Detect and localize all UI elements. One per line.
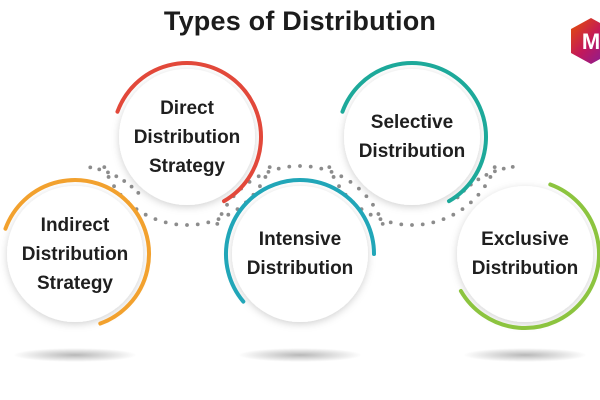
stage-label: Direct Distribution Strategy (133, 97, 241, 177)
connector-dot (102, 165, 107, 170)
stage-label: Selective Distribution (358, 112, 466, 162)
connector-dot (476, 192, 481, 197)
stage-accent-arc (115, 61, 263, 204)
connector-dot (195, 222, 200, 227)
stage-accent-arc (458, 182, 600, 330)
connector-dot (263, 175, 268, 179)
stage-circle (115, 61, 263, 205)
connector-dot (431, 220, 436, 225)
connector-dot (206, 220, 211, 225)
circle-shadow (463, 348, 587, 362)
connector-dot (106, 170, 110, 175)
brand-logo: M (571, 16, 600, 66)
connector-dot (493, 169, 497, 174)
connector-dot (219, 212, 224, 216)
logo-hexagon-icon: M (571, 18, 600, 64)
connector-dot (143, 212, 148, 217)
stage-accent-arc (224, 178, 376, 304)
connector-dot (215, 222, 220, 226)
connector-dot (399, 222, 404, 227)
stage-circle-fill (7, 186, 143, 322)
connector-dot (226, 212, 231, 217)
connector-dot (88, 165, 93, 170)
connector-dot (501, 166, 506, 171)
connector-dot (356, 186, 361, 191)
connector-dot (129, 184, 134, 189)
circles (3, 61, 600, 330)
stage-circle (340, 61, 488, 205)
connector-dot (476, 177, 481, 182)
stage-label: Indirect Distribution Strategy (21, 214, 129, 294)
connector-dot (163, 220, 168, 225)
stage-label: Exclusive Distribution (471, 229, 579, 279)
stage-circle-fill (344, 69, 480, 205)
connector-dot (174, 222, 179, 227)
connector-dot (153, 217, 158, 222)
stage-accent-arc (340, 61, 488, 204)
connector-dot (488, 175, 493, 179)
connector-dot (216, 217, 221, 222)
circle-shadow (13, 348, 137, 362)
connector-dot (339, 174, 344, 179)
connector-dot (388, 220, 393, 225)
connector-dot (97, 167, 102, 172)
connector-dot (114, 174, 119, 179)
connector-dot (451, 212, 456, 217)
connector-dot (441, 217, 446, 222)
connector-dot (298, 164, 302, 168)
page-title: Types of Distribution (163, 6, 437, 36)
connector-dot (185, 223, 189, 227)
circle-shadows (13, 348, 587, 362)
connector-dot (510, 164, 515, 169)
stage-label: Intensive Distribution (246, 229, 354, 279)
connector-dot (483, 184, 487, 189)
connector-dot (371, 202, 375, 207)
stage-circle-fill (457, 186, 593, 322)
connector-dot (122, 179, 127, 183)
circle-shadow (238, 348, 362, 362)
connector-dot (468, 200, 473, 205)
logo-letter: M (582, 29, 600, 54)
connector-dot (112, 184, 116, 189)
connector-dot (329, 169, 334, 174)
connector-dot (484, 173, 489, 177)
connector-dot (331, 175, 336, 179)
connector-dot (319, 166, 324, 171)
stage-circle (224, 178, 376, 322)
connector-dot (378, 217, 383, 222)
stage-circle-fill (119, 69, 255, 205)
connector-dot (492, 165, 497, 170)
connector-dot (276, 166, 281, 171)
connector-dot (136, 190, 141, 195)
connector-dot (364, 194, 369, 199)
connector-dot (106, 175, 111, 179)
stage-circle-fill (232, 186, 368, 322)
connector-dot (287, 164, 292, 169)
connector-dot (368, 212, 373, 217)
stage-accent-arc (3, 178, 151, 326)
connector-dot (380, 222, 385, 226)
connector-dot (327, 165, 332, 170)
connector-dot (460, 207, 465, 211)
stage-circle (3, 178, 151, 326)
connector-dot (376, 212, 381, 216)
connector-dot (337, 184, 341, 189)
connector-dot (267, 165, 272, 170)
connector-dot (420, 222, 425, 227)
connector-dot (410, 223, 414, 227)
stage-circle (457, 182, 600, 330)
connector-dot (258, 184, 262, 189)
connector-dot (225, 202, 229, 207)
connector-dot (308, 164, 313, 169)
connector-dot (266, 169, 271, 174)
connector-dot (256, 174, 261, 179)
connector-dot (348, 180, 353, 184)
